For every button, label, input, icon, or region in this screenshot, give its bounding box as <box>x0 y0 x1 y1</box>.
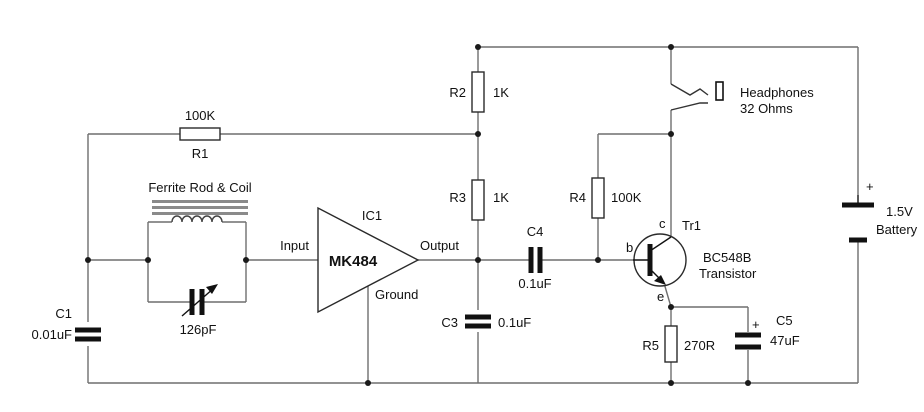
tr1-ref: Tr1 <box>682 218 701 233</box>
resistor-r2: R2 1K <box>449 71 509 113</box>
transistor-tr1: b c e Tr1 BC548B Transistor <box>626 216 757 304</box>
ferrite-label: Ferrite Rod & Coil <box>148 180 251 195</box>
r3-ref: R3 <box>449 190 466 205</box>
coil-icon <box>171 215 223 223</box>
ic1-part: MK484 <box>329 253 378 270</box>
r5-value: 270R <box>684 338 715 353</box>
battery-voltage: 1.5V <box>886 204 913 219</box>
capacitor-c1: C1 0.01uF <box>32 306 101 342</box>
battery-label: Battery <box>876 222 918 237</box>
tuning-cap-value: 126pF <box>180 322 217 337</box>
r5-ref: R5 <box>642 338 659 353</box>
capacitor-c4: C4 0.1uF <box>518 224 551 291</box>
capacitor-c5: + C5 47uF <box>735 313 800 350</box>
resistor-r4: R4 100K <box>569 177 642 219</box>
r2-value: 1K <box>493 85 509 100</box>
input-label: Input <box>280 238 309 253</box>
resistor-r3: R3 1K <box>449 179 509 221</box>
ic1-ref: IC1 <box>362 208 382 223</box>
r1-value: 100K <box>185 108 216 123</box>
headphones-line1: Headphones <box>740 85 814 100</box>
c5-ref: C5 <box>776 313 793 328</box>
r3-value: 1K <box>493 190 509 205</box>
output-label: Output <box>420 238 459 253</box>
r4-ref: R4 <box>569 190 586 205</box>
r2-ref: R2 <box>449 85 466 100</box>
c5-value: 47uF <box>770 333 800 348</box>
battery-polarity: + <box>866 179 874 194</box>
c4-value: 0.1uF <box>518 276 551 291</box>
junction-dots <box>85 44 751 386</box>
r1-ref: R1 <box>192 146 209 161</box>
tr1-part: BC548B <box>703 250 751 265</box>
c1-ref: C1 <box>55 306 72 321</box>
emitter-arrow-icon <box>654 275 666 285</box>
pin-b: b <box>626 240 633 255</box>
c3-ref: C3 <box>441 315 458 330</box>
battery: + 1.5V Battery <box>842 179 918 243</box>
headphones-line2: 32 Ohms <box>740 101 793 116</box>
c1-value: 0.01uF <box>32 327 73 342</box>
resistor-r5: R5 270R <box>642 325 715 363</box>
tuning-arrow-icon <box>206 284 218 294</box>
pin-c: c <box>659 216 666 231</box>
variable-capacitor: 126pF <box>180 284 218 337</box>
ground-label: Ground <box>375 287 418 302</box>
ic1-mk484: MK484 IC1 Input Output Ground <box>280 206 459 314</box>
resistor-r1: 100K R1 <box>179 108 221 161</box>
tr1-type: Transistor <box>699 266 757 281</box>
pin-e: e <box>657 289 664 304</box>
ferrite-rod-coil: Ferrite Rod & Coil <box>148 180 252 223</box>
c4-ref: C4 <box>527 224 544 239</box>
c3-value: 0.1uF <box>498 315 531 330</box>
headphone-jack: Headphones 32 Ohms <box>670 81 814 116</box>
r4-value: 100K <box>611 190 642 205</box>
headphone-plug-icon <box>715 81 724 101</box>
c5-polarity: + <box>752 317 760 332</box>
ferrite-rod-icon <box>152 200 248 215</box>
capacitor-c3: C3 0.1uF <box>441 314 531 330</box>
